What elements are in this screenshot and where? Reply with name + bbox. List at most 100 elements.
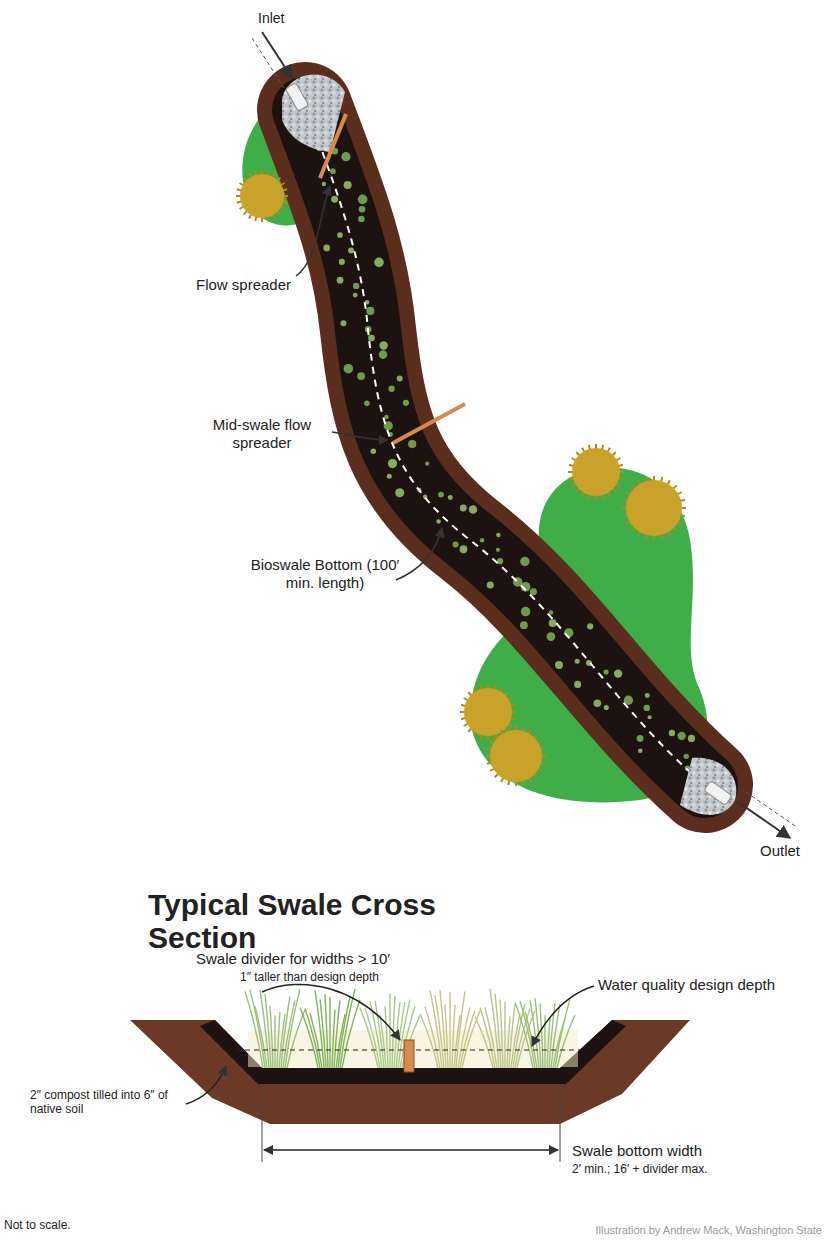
- callout-label: Mid-swale flow spreader: [192, 416, 332, 452]
- plant-dot: [614, 669, 622, 677]
- plant-dot: [384, 415, 389, 420]
- plant-dot: [344, 364, 354, 374]
- plant-dot: [549, 619, 557, 627]
- plant-dot: [480, 538, 484, 542]
- callout-label: Bioswale Bottom (100′ min. length): [250, 556, 400, 592]
- plant-dot: [374, 258, 384, 268]
- callout-label: Outlet: [760, 842, 800, 860]
- grass-blade: [305, 1008, 320, 1068]
- shrub-body: [572, 448, 620, 496]
- grass-blade: [342, 1000, 360, 1068]
- plant-dot: [348, 247, 354, 253]
- plant-dot: [448, 495, 453, 500]
- inlet-arrow: [262, 32, 292, 78]
- callout-label: Illustration by Andrew Mack, Washington …: [500, 1224, 822, 1237]
- plant-dot: [574, 681, 581, 688]
- grass-blade: [255, 1007, 267, 1068]
- plant-dot: [638, 748, 643, 753]
- plant-dot: [370, 449, 376, 455]
- plant-dot: [575, 659, 580, 664]
- plant-dot: [366, 307, 374, 315]
- plant-dot: [358, 216, 365, 223]
- grass-blade: [500, 1000, 503, 1068]
- grass-blade: [456, 991, 465, 1068]
- leader-line: [396, 528, 442, 580]
- section-heading: Typical Swale Cross Section: [148, 888, 438, 954]
- flow-spreader: [393, 404, 465, 443]
- swale-divider: [404, 1040, 414, 1072]
- plant-dot: [322, 182, 326, 186]
- callout-label: Swale bottom width: [572, 1142, 772, 1160]
- inlet-pipe: [285, 83, 308, 112]
- callout-label: 2′ min.; 16′ + divider max.: [572, 1162, 792, 1176]
- grass-blade: [310, 1013, 322, 1068]
- plant-dot: [379, 341, 387, 349]
- dimension-line: [262, 1088, 263, 1162]
- grass-blade: [389, 993, 390, 1068]
- plant-dot: [644, 705, 650, 711]
- callout-label: Water quality design depth: [598, 976, 818, 994]
- plant-dot: [344, 181, 352, 189]
- shrub-body: [626, 480, 682, 536]
- grass-blade: [462, 1011, 480, 1068]
- grass-blade: [360, 1008, 378, 1068]
- plant-dot: [323, 245, 330, 252]
- plant-dot: [684, 754, 689, 759]
- svg-part: [236, 170, 686, 786]
- grass-blade: [340, 989, 355, 1068]
- plant-dot: [645, 693, 650, 698]
- callout-label: 1″ taller than design depth: [240, 970, 440, 984]
- plant-dot: [438, 492, 444, 498]
- svg-part: [316, 144, 695, 771]
- grass-blade: [445, 1005, 448, 1068]
- plant-dot: [353, 293, 358, 298]
- grass-blade: [515, 1009, 530, 1068]
- plant-dot: [395, 488, 404, 497]
- plant-dot: [460, 545, 468, 553]
- plant-dot: [594, 699, 602, 707]
- flow-spreader: [320, 114, 346, 178]
- shrub: [622, 476, 686, 540]
- grass-blade: [325, 994, 328, 1068]
- plant-dot: [337, 277, 344, 284]
- plant-dot: [497, 558, 503, 564]
- swale-bottom: [305, 110, 705, 785]
- swale-berm: [305, 110, 705, 785]
- grass-blade: [250, 990, 265, 1068]
- plant-dot: [520, 557, 529, 566]
- plant-dot: [520, 621, 528, 629]
- shrub-body: [240, 174, 284, 218]
- plant-dot: [388, 386, 394, 392]
- plant-dot: [368, 335, 375, 342]
- grass-blade: [540, 1003, 543, 1068]
- plant-dot: [403, 400, 409, 406]
- plant-dot: [397, 375, 403, 381]
- plant-dot: [331, 196, 338, 203]
- plant-dot: [358, 195, 368, 205]
- plant-dot: [388, 459, 397, 468]
- plant-dot: [669, 730, 675, 736]
- leader-line: [296, 186, 330, 276]
- grass-blade: [274, 1015, 275, 1068]
- callout-label: Inlet: [258, 10, 284, 27]
- grass-blade: [520, 1001, 535, 1068]
- plant-dot: [408, 440, 416, 448]
- gravel-pad: [680, 758, 736, 815]
- native-soil: [130, 1020, 690, 1124]
- plant-dot: [637, 735, 644, 742]
- grass-blade: [449, 992, 450, 1068]
- plant-dot: [587, 623, 593, 629]
- outlet-arrow: [738, 802, 790, 838]
- grass-blade: [287, 1010, 305, 1068]
- outlet-arrow: [746, 792, 798, 828]
- plant-dot: [555, 661, 563, 669]
- callout-label: Swale divider for widths > 10′: [196, 950, 466, 968]
- grass-blade: [504, 1002, 505, 1068]
- grass-blade: [485, 1008, 497, 1068]
- shrub: [486, 726, 546, 786]
- grass-blade: [385, 1006, 388, 1068]
- plant-dot: [425, 462, 429, 466]
- shrub-body: [464, 688, 512, 736]
